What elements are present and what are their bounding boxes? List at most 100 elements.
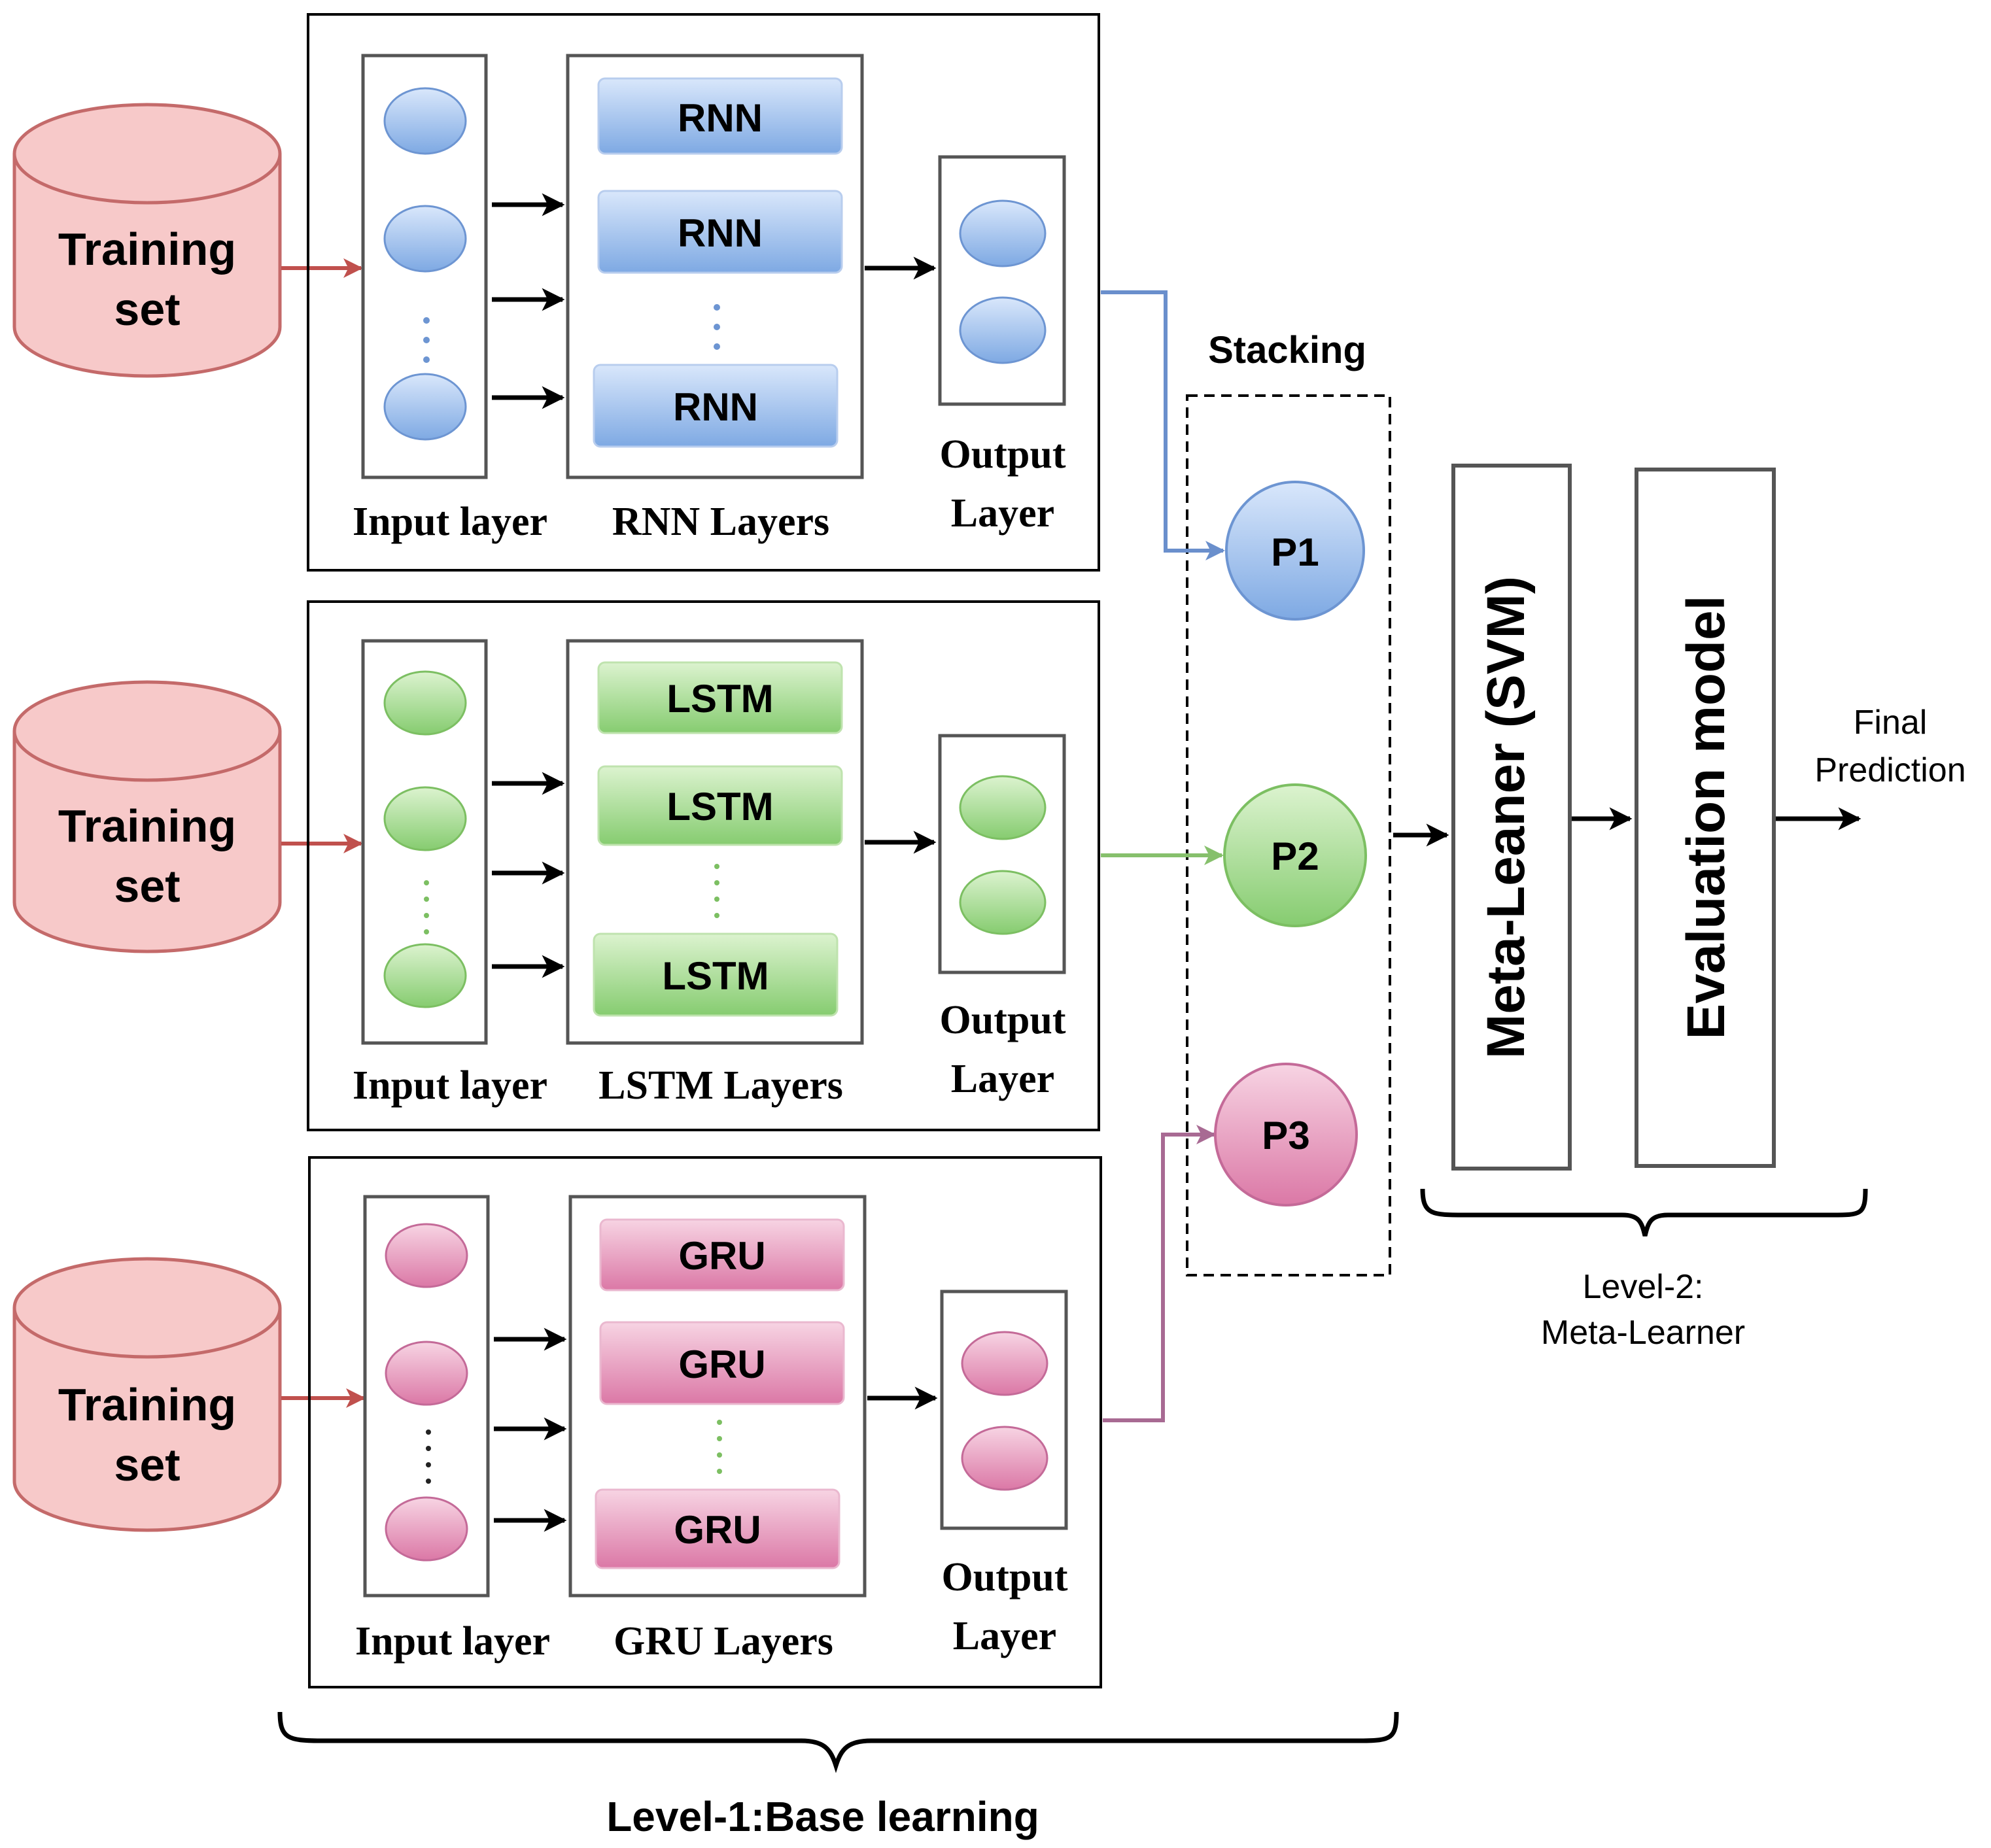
ellipsis-dot bbox=[714, 343, 720, 350]
output-layer-caption: Output bbox=[942, 1555, 1068, 1600]
level2-label: Meta-Learner bbox=[1541, 1314, 1745, 1352]
rnn-branch: RNN RNN RNN Input layer RNN Layers Outpu… bbox=[307, 13, 1100, 572]
input-layer-caption: Input layer bbox=[353, 1063, 547, 1108]
output-layer-caption: Layer bbox=[951, 1057, 1054, 1101]
ellipsis-dot bbox=[424, 880, 429, 885]
input-node bbox=[385, 1223, 468, 1288]
prediction-p2: P2 bbox=[1223, 783, 1367, 927]
gru-layer-label: GRU bbox=[678, 1343, 765, 1386]
prediction-label: P3 bbox=[1262, 1114, 1309, 1157]
hidden-layers-caption: RNN Layers bbox=[612, 500, 829, 544]
ellipsis-dot bbox=[424, 913, 429, 918]
rnn-layer-block bbox=[597, 77, 843, 155]
training-set-label: set bbox=[114, 861, 180, 912]
hidden-layers-box bbox=[566, 54, 864, 479]
hidden-layers-caption: GRU Layers bbox=[614, 1619, 833, 1664]
output-layer-caption: Output bbox=[940, 998, 1066, 1042]
input-layer-caption: Input layer bbox=[353, 500, 547, 544]
output-node bbox=[959, 199, 1047, 267]
final-prediction-label: Prediction bbox=[1814, 751, 1965, 789]
branch-frame bbox=[308, 1156, 1102, 1688]
output-layer-caption: Output bbox=[940, 432, 1066, 477]
ellipsis-dot bbox=[426, 1446, 431, 1451]
training-set-label: set bbox=[114, 284, 180, 335]
ellipsis-dot bbox=[717, 1420, 722, 1425]
rnn-layer-label: RNN bbox=[678, 96, 763, 140]
level1-brace bbox=[277, 1711, 1399, 1773]
ellipsis-dot bbox=[423, 337, 430, 343]
branch-frame bbox=[307, 600, 1100, 1131]
gru-layer-block bbox=[595, 1488, 840, 1569]
ellipsis-dot bbox=[714, 880, 719, 885]
lstm-layer-block bbox=[597, 765, 843, 846]
input-node bbox=[383, 786, 467, 851]
rnn-layer-label: RNN bbox=[673, 385, 758, 429]
lstm-branch: LSTM LSTM LSTM Input layer LSTM Layers O… bbox=[307, 600, 1100, 1131]
gru-branch: GRU GRU GRU Input layer GRU Layers Outpu… bbox=[308, 1156, 1102, 1688]
final-prediction-label: Final bbox=[1854, 704, 1928, 742]
lstm-layer-label: LSTM bbox=[667, 677, 773, 721]
ellipsis-dot bbox=[717, 1436, 722, 1441]
ellipsis-dot bbox=[424, 929, 429, 934]
ellipsis-dot bbox=[714, 324, 720, 330]
lstm-layer-block bbox=[593, 933, 839, 1017]
output-layer-caption: Layer bbox=[951, 491, 1054, 536]
ellipsis-dot bbox=[426, 1462, 431, 1467]
ellipsis-dot bbox=[714, 304, 720, 311]
input-node bbox=[383, 205, 467, 273]
ellipsis-dot bbox=[424, 897, 429, 902]
gru-layer-label: GRU bbox=[674, 1508, 761, 1552]
gru-layer-block bbox=[599, 1218, 845, 1292]
training-set-cylinder-3: Training set bbox=[12, 1257, 282, 1532]
ellipsis-dot bbox=[714, 897, 719, 902]
input-node bbox=[383, 670, 467, 736]
output-node bbox=[961, 1426, 1048, 1491]
training-set-cylinder-1: Training set bbox=[12, 103, 282, 378]
output-node bbox=[961, 1331, 1048, 1396]
input-layer-caption: Input layer bbox=[355, 1619, 550, 1664]
level2-label: Level-2: bbox=[1583, 1268, 1704, 1306]
input-node bbox=[385, 1341, 468, 1406]
ellipsis-dot bbox=[423, 317, 430, 324]
ellipsis-dot bbox=[423, 356, 430, 363]
ellipsis-dot bbox=[717, 1469, 722, 1474]
gru-layer-label: GRU bbox=[678, 1234, 765, 1278]
output-node bbox=[959, 775, 1047, 840]
prediction-label: P2 bbox=[1271, 834, 1319, 878]
input-layer-box bbox=[361, 639, 488, 1045]
input-layer-box bbox=[361, 54, 488, 479]
lstm-layer-label: LSTM bbox=[662, 954, 769, 998]
stacking-box bbox=[1186, 394, 1391, 1276]
input-layer-box bbox=[363, 1195, 490, 1598]
output-node bbox=[959, 296, 1047, 364]
training-set-label: Training bbox=[58, 224, 236, 275]
output-layer-box bbox=[940, 1290, 1068, 1530]
rnn-layer-block bbox=[597, 190, 843, 274]
level1-label: Level-1:Base learning bbox=[606, 1793, 1039, 1840]
rnn-layer-label: RNN bbox=[678, 211, 763, 255]
ellipsis-dot bbox=[426, 1429, 431, 1435]
prediction-label: P1 bbox=[1271, 530, 1319, 574]
rnn-layer-block bbox=[593, 364, 839, 448]
evaluation-model-label: Evaluation model bbox=[1676, 596, 1736, 1040]
training-set-label: Training bbox=[58, 1379, 236, 1430]
hidden-layers-caption: LSTM Layers bbox=[598, 1063, 843, 1108]
gru-layer-block bbox=[599, 1321, 845, 1405]
branch-frame bbox=[307, 13, 1100, 572]
ellipsis-dot bbox=[714, 913, 719, 918]
prediction-p1: P1 bbox=[1225, 481, 1365, 621]
prediction-p3: P3 bbox=[1214, 1063, 1358, 1206]
evaluation-model-box bbox=[1635, 468, 1776, 1168]
ellipsis-dot bbox=[717, 1452, 722, 1458]
training-set-cylinder-2: Training set bbox=[12, 680, 282, 953]
hidden-layers-box bbox=[566, 639, 864, 1045]
hidden-layers-box bbox=[568, 1195, 867, 1598]
output-layer-box bbox=[938, 155, 1066, 406]
lstm-layer-label: LSTM bbox=[667, 785, 773, 829]
level2-brace bbox=[1420, 1188, 1868, 1237]
meta-learner-label: Meta-Leaner (SVM) bbox=[1476, 576, 1536, 1059]
rnn-connector bbox=[1101, 290, 1225, 560]
output-layer-box bbox=[938, 734, 1066, 974]
input-node bbox=[383, 943, 467, 1008]
